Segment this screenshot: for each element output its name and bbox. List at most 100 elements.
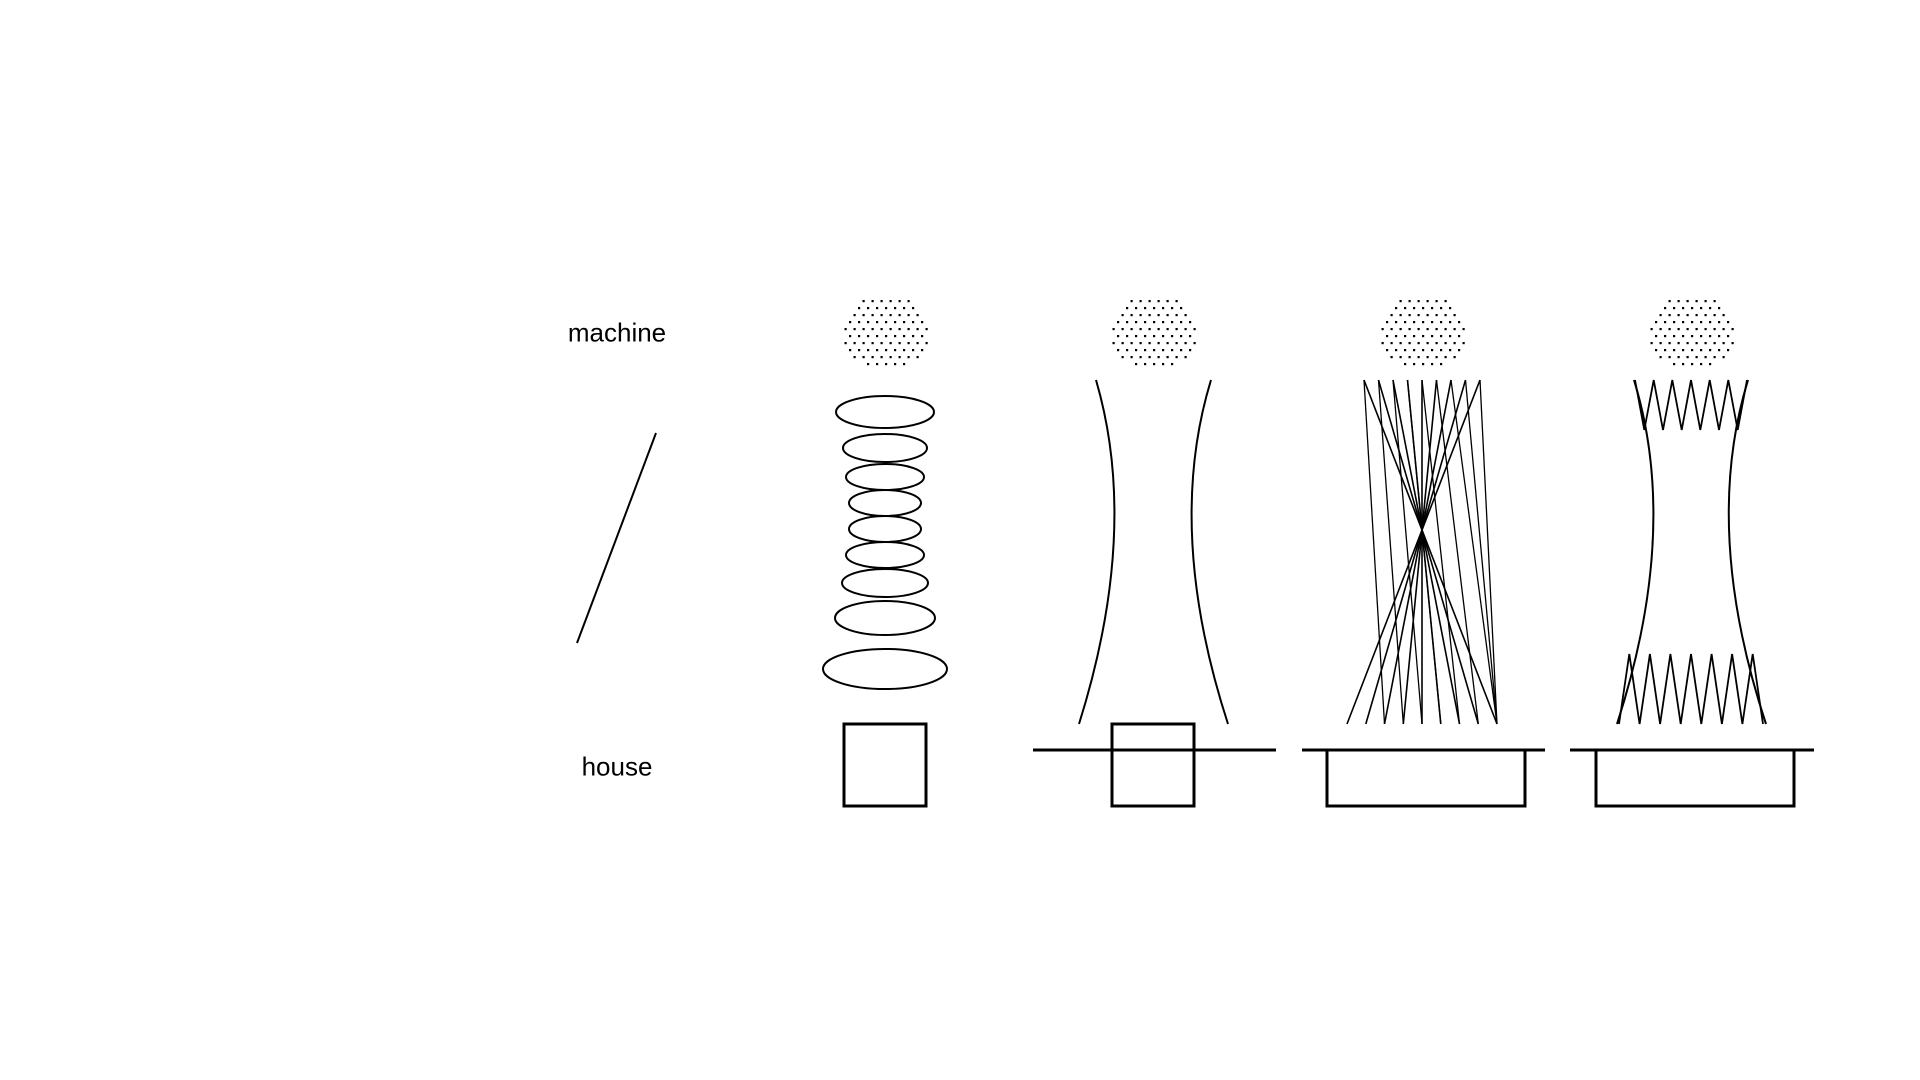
machine-dot	[1462, 328, 1465, 331]
machine-dot	[1139, 342, 1142, 345]
machine-dot	[1180, 335, 1183, 338]
lattice-strut	[1479, 379, 1498, 725]
machine-dot	[1381, 342, 1384, 345]
machine-dot	[1440, 363, 1443, 366]
left-curve	[1078, 379, 1116, 725]
lattice-strut	[1365, 379, 1467, 725]
right-curve	[1727, 379, 1767, 725]
machine-dot	[1135, 363, 1138, 366]
machine-dot	[1673, 363, 1676, 366]
machine-dot	[1126, 321, 1129, 324]
machine-dot	[1157, 342, 1160, 345]
machine-dot	[1180, 307, 1183, 310]
machine-dot	[1426, 300, 1429, 303]
machine-dot	[1171, 307, 1174, 310]
machine-dot	[1731, 342, 1734, 345]
stage-lattice	[1302, 300, 1545, 808]
machine-dot	[894, 349, 897, 352]
machine-dot-cluster	[1381, 300, 1465, 366]
machine-dot	[916, 314, 919, 317]
machine-dot	[907, 314, 910, 317]
machine-dot	[1686, 328, 1689, 331]
machine-dot	[1184, 328, 1187, 331]
machine-dot	[1458, 335, 1461, 338]
machine-dot	[1157, 314, 1160, 317]
machine-dot	[1162, 321, 1165, 324]
machine-dot	[1144, 349, 1147, 352]
machine-dot	[1162, 363, 1165, 366]
machine-dot	[1695, 314, 1698, 317]
house-box	[842, 722, 928, 808]
machine-dot	[862, 342, 865, 345]
machine-dot	[1704, 314, 1707, 317]
machine-dot	[1413, 321, 1416, 324]
machine-dot	[1139, 328, 1142, 331]
machine-dot	[1431, 321, 1434, 324]
machine-dot	[1682, 363, 1685, 366]
machine-dot	[1449, 307, 1452, 310]
machine-dot	[885, 321, 888, 324]
machine-dot	[1426, 328, 1429, 331]
machine-dot	[1153, 363, 1156, 366]
machine-dot	[876, 335, 879, 338]
machine-dot	[1117, 349, 1120, 352]
machine-dot	[1435, 328, 1438, 331]
machine-dot	[1404, 321, 1407, 324]
machine-dot	[876, 321, 879, 324]
machine-dot	[867, 335, 870, 338]
machine-dot	[885, 335, 888, 338]
machine-dot	[1713, 342, 1716, 345]
machine-dot	[1117, 335, 1120, 338]
machine-dot	[1668, 314, 1671, 317]
machine-dot	[1668, 342, 1671, 345]
machine-dot	[889, 342, 892, 345]
machine-dot	[1162, 335, 1165, 338]
machine-dot	[1691, 321, 1694, 324]
machine-dot	[1453, 328, 1456, 331]
machine-dot	[867, 307, 870, 310]
machine-dot	[1664, 321, 1667, 324]
machine-dot	[889, 328, 892, 331]
machine-dot	[1399, 342, 1402, 345]
machine-dot	[1175, 356, 1178, 359]
house-tray	[1325, 748, 1527, 808]
machine-dot	[849, 321, 852, 324]
machine-dot	[1417, 356, 1420, 359]
machine-dot	[1399, 356, 1402, 359]
machine-dot	[1722, 356, 1725, 359]
machine-dot	[1395, 321, 1398, 324]
machine-dot	[1413, 349, 1416, 352]
machine-dot	[1175, 300, 1178, 303]
machine-dot	[862, 356, 865, 359]
machine-dot	[1695, 300, 1698, 303]
machine-dot	[880, 328, 883, 331]
machine-dot	[1682, 349, 1685, 352]
machine-dot	[1700, 321, 1703, 324]
machine-dot	[1713, 314, 1716, 317]
machine-dot	[1444, 314, 1447, 317]
machine-dot	[1166, 328, 1169, 331]
machine-dot	[907, 342, 910, 345]
machine-dot	[1426, 356, 1429, 359]
machine-dot	[1153, 307, 1156, 310]
machine-dot	[907, 328, 910, 331]
machine-dot	[1189, 321, 1192, 324]
machine-dot	[1453, 356, 1456, 359]
machine-dot	[858, 349, 861, 352]
machine-dot	[1727, 335, 1730, 338]
machine-dot	[871, 300, 874, 303]
machine-dot	[1713, 328, 1716, 331]
machine-dot	[1422, 335, 1425, 338]
machine-dot	[1704, 328, 1707, 331]
house-tray	[1594, 748, 1796, 808]
machine-dot	[858, 335, 861, 338]
machine-dot	[1135, 335, 1138, 338]
machine-dot	[1659, 342, 1662, 345]
machine-dot	[1126, 349, 1129, 352]
machine-dot	[1659, 356, 1662, 359]
stage-curves	[1033, 300, 1276, 808]
machine-dot	[880, 342, 883, 345]
machine-dot	[1171, 321, 1174, 324]
machine-dot	[1426, 314, 1429, 317]
